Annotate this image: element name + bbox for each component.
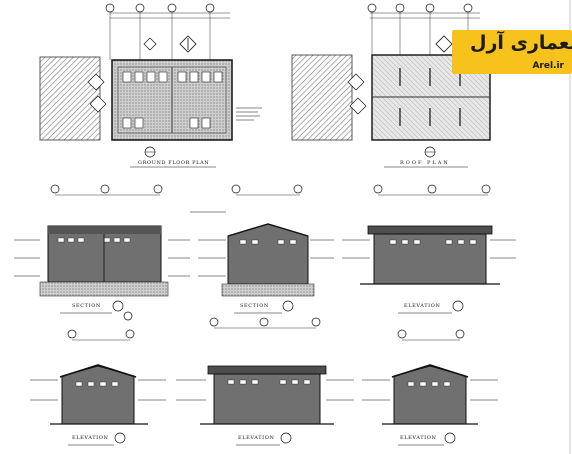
elevation-top-drawing bbox=[342, 184, 516, 314]
elevation-3-title: ELEVATION bbox=[400, 435, 437, 441]
section-b-drawing bbox=[190, 184, 334, 314]
elevation-3-drawing bbox=[362, 329, 498, 446]
section-a-drawing bbox=[14, 184, 190, 321]
elevation-1-title: ELEVATION bbox=[72, 435, 109, 441]
section-a-title: SECTION bbox=[72, 303, 101, 309]
logo-text: معماری آرل bbox=[470, 32, 572, 54]
arel-logo: معماری آرل Arel.ir bbox=[452, 30, 572, 74]
elevation-2-title: ELEVATION bbox=[238, 435, 275, 441]
logo-url: Arel.ir bbox=[532, 61, 564, 71]
elevation-top-title: ELEVATION bbox=[404, 303, 441, 309]
ground-floor-plan bbox=[39, 3, 262, 168]
roof-plan-title: ROOF PLAN bbox=[400, 160, 450, 166]
section-b-title: SECTION bbox=[240, 303, 269, 309]
elevation-2-drawing bbox=[176, 317, 354, 446]
ground-floor-plan-title: GROUND FLOOR PLAN bbox=[138, 160, 210, 166]
elevation-1-drawing bbox=[30, 329, 166, 446]
roof-plan bbox=[291, 3, 491, 168]
